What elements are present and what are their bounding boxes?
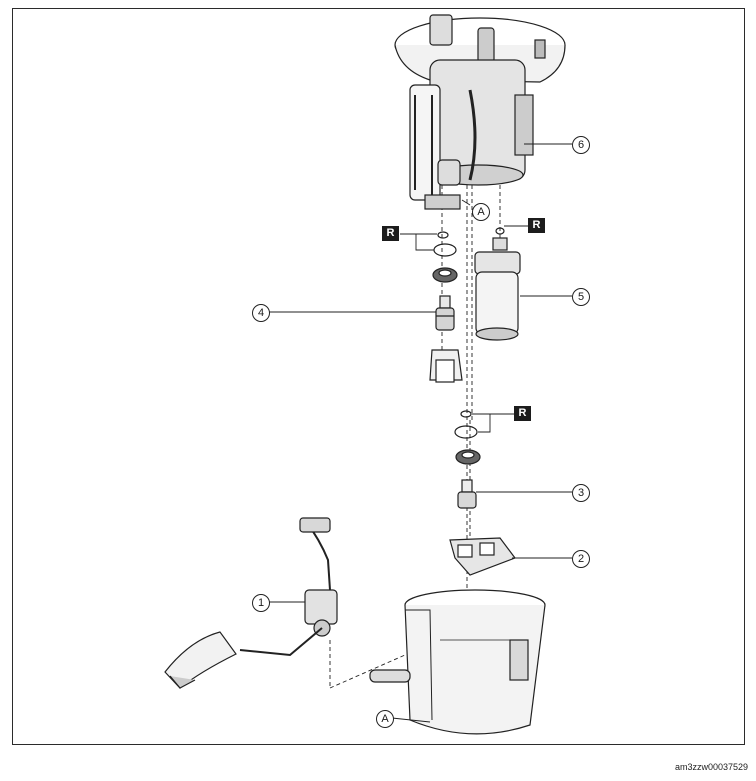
figure-frame xyxy=(12,8,745,745)
fuel-pump-unit-flange xyxy=(394,14,566,210)
cushion-mid xyxy=(455,449,481,465)
callout-4: 4 xyxy=(252,304,270,322)
reference-a-top: A xyxy=(472,203,490,221)
reservoir-cup xyxy=(369,589,546,735)
callout-1: 1 xyxy=(252,594,270,612)
o-ring-large-mid xyxy=(454,425,478,439)
fuel-pump xyxy=(474,227,521,341)
callout-6: 6 xyxy=(572,136,590,154)
callout-5: 5 xyxy=(572,288,590,306)
pressure-regulator xyxy=(435,295,455,331)
fuel-gauge-sender-unit xyxy=(164,517,338,689)
reference-a-bottom: A xyxy=(376,710,394,728)
o-ring-small-left xyxy=(437,231,449,239)
holder-part-2 xyxy=(449,537,516,576)
leader-lines xyxy=(268,143,572,723)
callout-3: 3 xyxy=(572,484,590,502)
figure-id: am3zzw00037529 xyxy=(674,762,748,772)
cushion-left xyxy=(432,267,458,283)
replace-mark-3: R xyxy=(514,406,531,421)
o-ring-small-mid xyxy=(460,410,472,418)
regulator-holder xyxy=(429,349,463,383)
fitting-part-3 xyxy=(457,479,477,509)
callout-2: 2 xyxy=(572,550,590,568)
replace-mark-2: R xyxy=(528,218,545,233)
replace-mark-1: R xyxy=(382,226,399,241)
o-ring-large-left xyxy=(433,243,457,257)
